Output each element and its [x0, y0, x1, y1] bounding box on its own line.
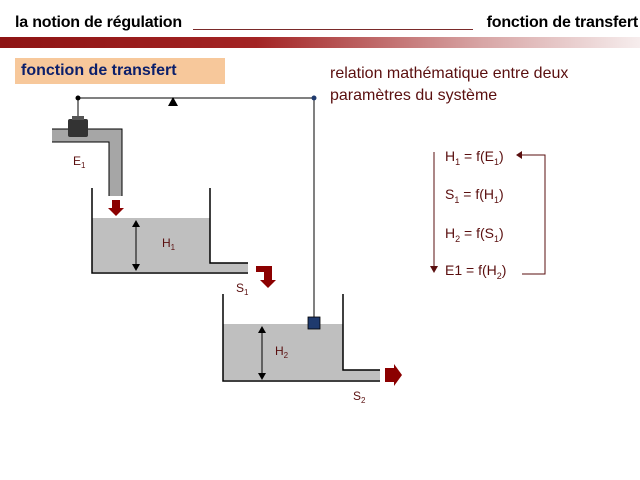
label-h2: H2 [275, 344, 289, 360]
header-left-title: la notion de régulation [15, 14, 182, 31]
label-s1: S1 [236, 281, 249, 297]
inflow-arrow-icon [108, 200, 124, 216]
tank2-wall [222, 294, 380, 382]
header-gradient-bar [0, 37, 640, 48]
tank2-outflow-arrow-icon [385, 364, 402, 386]
subtitle-box: fonction de transfert [15, 58, 225, 84]
control-node-right [311, 95, 317, 101]
tank2-outlet-water [343, 370, 380, 380]
header-right-title: fonction de transfert [486, 14, 639, 31]
label-e1: E1 [73, 154, 86, 170]
inlet-pipe-vertical [109, 129, 122, 196]
sequence-arrow-head-icon [430, 266, 438, 273]
control-node-left [75, 95, 81, 101]
equation-cycle-bracket [522, 154, 546, 275]
tank1-outflow-arrow-icon [256, 266, 276, 288]
equation-3: H2 = f(S1) [445, 225, 504, 244]
cycle-arrow-head-icon [516, 151, 522, 159]
description-text: relation mathématique entre deux paramèt… [330, 65, 569, 104]
tank2-water [223, 324, 343, 380]
label-h1: H1 [162, 236, 176, 252]
label-s2: S2 [353, 389, 366, 405]
level-sensor-icon [307, 316, 321, 330]
equation-4: E1 = f(H2) [445, 262, 507, 281]
equation-2: S1 = f(H1) [445, 186, 504, 205]
tank1-wall [91, 188, 248, 274]
tank1-water [92, 218, 210, 272]
equation-1: H1 = f(E1) [445, 148, 504, 167]
flow-direction-icon [168, 97, 178, 106]
header-underline [193, 29, 473, 30]
tank1-outlet-water [210, 263, 248, 272]
inlet-valve-icon [68, 119, 88, 137]
